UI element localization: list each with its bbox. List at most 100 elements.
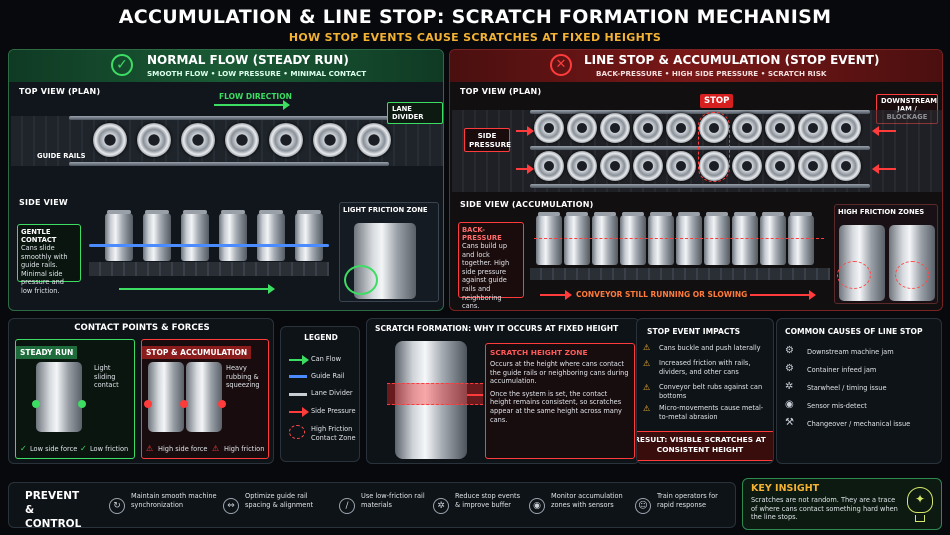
can-side [105,210,133,261]
can-side-stopped [536,212,562,265]
can-top [269,123,303,157]
red-dot [144,400,152,408]
can-side [295,210,323,261]
buffer-icon: ✲ [433,495,449,514]
contact-can [36,362,82,432]
prevent-panel: PREVENT & CONTROL ↻ Maintain smooth mach… [8,482,736,528]
prevent-item: Reduce stop events & improve buffer [455,492,521,509]
legend-can-flow-swatch [289,355,309,365]
side-pressure-label: SIDE PRESSURE [469,131,512,149]
impact-item: Micro-movements cause metal-to-metal abr… [659,404,764,421]
legend-lane-divider: Lane Divider [311,389,353,397]
cause-item: Changeover / mechanical issue [807,420,911,428]
conveyor-status-label: CONVEYOR STILL RUNNING OR SLOWING [576,290,748,299]
operator-icon: ☺ [635,495,651,514]
can-top-stopped [534,151,564,181]
can-top-stopped [732,113,762,143]
material-icon: / [339,495,355,514]
prevent-item: Train operators for rapid response [657,492,718,509]
contact-can [148,362,184,432]
stop-tag: STOP [700,94,734,108]
scratch-title: SCRATCH FORMATION: WHY IT OCCURS AT FIXE… [375,324,619,333]
insight-panel: KEY INSIGHT Scratches are not random. Th… [742,478,942,530]
green-dot [78,400,86,408]
big-can [395,341,467,459]
stop-rail-upper [530,110,870,114]
can-top-stopped [798,151,828,181]
pressure-line [534,238,824,239]
red-dot [180,400,188,408]
top-view-label: TOP VIEW (PLAN) [19,87,101,96]
sensor-icon: ◉ [529,495,545,514]
flow-arrow [214,100,290,110]
can-top-stopped [831,151,861,181]
friction-ring [895,261,929,289]
normal-flow-header [9,50,443,82]
prevent-title: PREVENT & CONTROL [25,490,82,528]
can-top [93,123,127,157]
green-contact-ring [344,265,378,295]
cause-item: Downstream machine jam [807,348,894,356]
red-dot [218,400,226,408]
legend-guide-rail: Guide Rail [311,372,345,380]
steady-note: Light sliding contact [94,364,119,390]
top-guide-rail-lower [69,162,389,166]
normal-flow-subtitle: SMOOTH FLOW • LOW PRESSURE • MINIMAL CON… [147,69,367,78]
warning-icon: ⚠ [643,359,651,368]
page-subtitle: HOW STOP EVENTS CAUSE SCRATCHES AT FIXED… [288,31,662,44]
gentle-contact-title: GENTLE CONTACT [21,228,57,244]
can-top-stopped [567,113,597,143]
friction-ring [837,261,871,289]
can-side-stopped [620,212,646,265]
legend-friction-swatch [289,425,305,439]
can-top [225,123,259,157]
can-side [257,210,285,261]
scratch-p2: Once the system is set, the contact heig… [490,389,622,424]
side-flow-arrow [119,284,275,294]
side-conveyor [89,262,329,276]
can-top-stopped [633,151,663,181]
impact-item: Cans buckle and push laterally [659,344,761,352]
can-top-stopped [732,151,762,181]
can-side-stopped [732,212,758,265]
stop-title: LINE STOP & ACCUMULATION (STOP EVENT) [584,53,880,67]
can-side-stopped [760,212,786,265]
stop-panel: ✕ LINE STOP & ACCUMULATION (STOP EVENT) … [449,49,943,311]
can-side-stopped [676,212,702,265]
can-top-stopped [534,113,564,143]
stop-subtitle: BACK-PRESSURE • HIGH SIDE PRESSURE • SCR… [596,69,827,78]
light-friction-zone: LIGHT FRICTION ZONE [339,202,439,302]
lane-divider-tag: LANE DIVIDER [387,102,443,124]
cause-item: Container infeed jam [807,366,877,374]
scratch-p1: Occurs at the height where cans contact … [490,360,629,386]
stop-side-conveyor [530,268,830,280]
warning-icon: ⚠ [643,343,651,352]
legend-side-pressure-swatch [289,407,309,417]
impact-item: Conveyor belt rubs against can bottoms [659,383,763,400]
gear-icon: ⚙ [785,363,794,374]
normal-flow-panel: ✓ NORMAL FLOW (STEADY RUN) SMOOTH FLOW •… [8,49,444,311]
low-friction-label: Low friction [90,445,129,453]
can-top-stopped [600,113,630,143]
green-dot [32,400,40,408]
cause-item: Sensor mis-detect [807,402,867,410]
impact-item: Increased friction with rails, dividers,… [659,359,751,376]
check-icon: ✓ [111,54,133,76]
lightbulb-icon: ✦ [907,487,933,513]
legend-panel: LEGEND Can Flow Guide Rail Lane Divider … [280,326,360,462]
legend-friction-zone: High Friction Contact Zone [311,425,356,442]
side-view-label: SIDE VIEW [19,198,68,207]
conveyor-arrow [750,290,816,300]
sync-icon: ↻ [109,495,125,514]
steady-label: STEADY RUN [16,346,78,359]
can-top-stopped [666,113,696,143]
stop-header [450,50,942,82]
jam-pressure-arrow [872,126,896,136]
causes-title: COMMON CAUSES OF LINE STOP [785,327,923,336]
warning-icon: ⚠ [212,444,220,453]
high-friction-label: HIGH FRICTION ZONES [838,208,925,216]
impacts-title: STOP EVENT IMPACTS [647,327,741,336]
gentle-contact-box: GENTLE CONTACT Cans slide smoothly with … [17,224,81,295]
can-side-stopped [704,212,730,265]
stop-acc-note: Heavy rubbing & squeezing [226,364,260,390]
